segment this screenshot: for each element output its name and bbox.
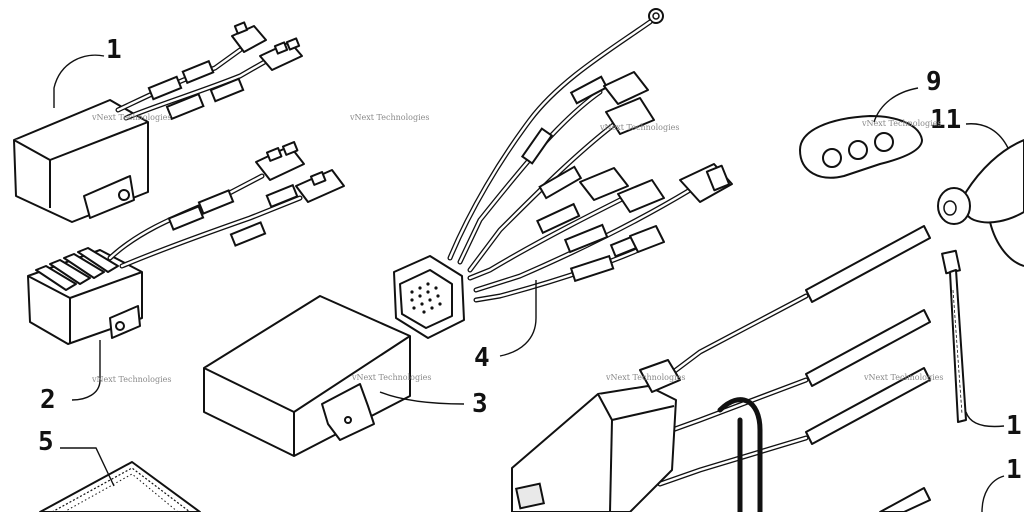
callout-2: 2 (40, 385, 56, 415)
part-cable-tie[interactable] (941, 249, 967, 423)
callout-3: 3 (472, 389, 488, 419)
watermark-text: vNext Technologies (861, 119, 941, 128)
plug-pins (410, 282, 442, 314)
callout-5: 5 (38, 427, 54, 457)
callout-4: 4 (474, 343, 490, 373)
loom-tubes[interactable] (805, 225, 931, 512)
ignition-coil[interactable] (511, 293, 809, 512)
part-9-clamp[interactable] (799, 115, 923, 179)
watermarks: vNext Technologies vNext Technologies vN… (91, 113, 943, 384)
leader-lines (53, 54, 1009, 512)
watermark-text: vNext Technologies (91, 375, 171, 384)
part-1-module[interactable] (13, 21, 303, 223)
watermark-text: vNext Technologies (605, 373, 685, 382)
part-5-pad[interactable] (39, 461, 201, 512)
callout-1: 1 (106, 35, 122, 65)
callout-1-right: 1 (1006, 411, 1022, 441)
watermark-text: vNext Technologies (349, 113, 429, 122)
part-11-boot[interactable] (937, 139, 1024, 267)
watermark-text: vNext Technologies (91, 113, 171, 122)
watermark-text: vNext Technologies (351, 373, 431, 382)
watermark-text: vNext Technologies (863, 373, 943, 382)
part-4-wiring-harness[interactable] (393, 8, 733, 339)
callout-9: 9 (926, 67, 942, 97)
part-2-regulator[interactable] (27, 141, 345, 345)
callout-11: 11 (930, 105, 961, 135)
callout-1-bottom-right: 1 (1006, 455, 1022, 485)
watermark-text: vNext Technologies (599, 123, 679, 132)
part-3-control-box[interactable] (203, 295, 411, 457)
